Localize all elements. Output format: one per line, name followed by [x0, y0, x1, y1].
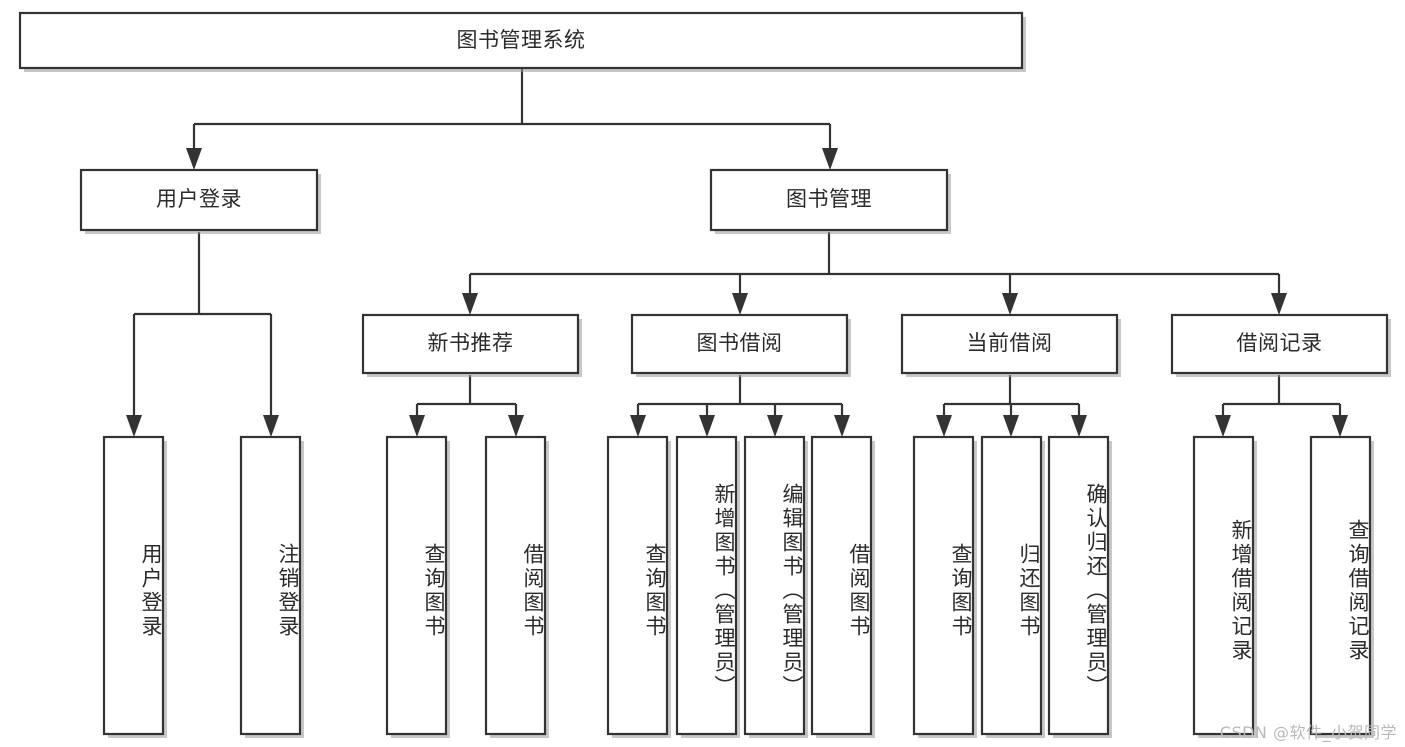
node-book-borrow-box[interactable] — [630, 313, 849, 375]
arrow-to-leaf-edit-book — [767, 415, 783, 437]
node-leaf-add-record-box[interactable] — [1192, 435, 1255, 736]
arrow-to-leaf-query-record — [1332, 415, 1348, 437]
node-leaf-query-book-3-box[interactable] — [912, 435, 975, 736]
node-leaf-borrow-book-2-box[interactable] — [810, 435, 873, 736]
arrow-to-leaf-user-login — [126, 415, 142, 437]
node-current-borrow-box[interactable] — [900, 313, 1119, 375]
node-leaf-logout-login-box[interactable] — [239, 435, 302, 736]
arrow-to-leaf-confirm-return — [1071, 415, 1087, 437]
node-leaf-query-book-1-box[interactable] — [385, 435, 448, 736]
node-leaf-confirm-return-box[interactable] — [1047, 435, 1110, 736]
node-user-login-box[interactable] — [79, 168, 319, 232]
arrow-to-leaf-add-record — [1215, 415, 1231, 437]
arrow-to-leaf-return-book — [1003, 415, 1019, 437]
arrow-to-leaf-borrow-book-1 — [508, 415, 524, 437]
node-book-manage-box[interactable] — [709, 168, 949, 232]
arrow-to-book-borrow — [732, 293, 748, 315]
arrow-to-leaf-borrow-book-2 — [834, 415, 850, 437]
node-leaf-borrow-book-1-box[interactable] — [484, 435, 547, 736]
node-leaf-return-book-box[interactable] — [980, 435, 1043, 736]
arrow-to-current-borrow — [1002, 293, 1018, 315]
arrow-to-leaf-logout-login — [263, 415, 279, 437]
node-leaf-query-book-2-box[interactable] — [606, 435, 669, 736]
arrow-to-leaf-query-book-3 — [936, 415, 952, 437]
node-leaf-edit-book-box[interactable] — [743, 435, 806, 736]
arrow-to-leaf-add-book — [699, 415, 715, 437]
arrow-to-borrow-record — [1271, 293, 1287, 315]
node-leaf-add-book-box[interactable] — [675, 435, 738, 736]
node-new-book-recommend-box[interactable] — [361, 313, 580, 375]
arrow-to-leaf-query-book-1 — [409, 415, 425, 437]
node-borrow-record-box[interactable] — [1170, 313, 1389, 375]
arrow-to-new-book-recommend — [462, 293, 478, 315]
connector-links — [126, 68, 1348, 437]
node-leaf-query-record-box[interactable] — [1309, 435, 1372, 736]
arrow-to-leaf-query-book-2 — [630, 415, 646, 437]
node-root-box[interactable] — [18, 11, 1024, 70]
node-boxes — [18, 11, 1391, 738]
csdn-watermark: CSDN @软件_小贺同学 — [1219, 723, 1397, 742]
arrow-to-user-login — [186, 148, 202, 170]
arrow-to-book-manage — [822, 148, 838, 170]
node-leaf-user-login-box[interactable] — [102, 435, 165, 736]
